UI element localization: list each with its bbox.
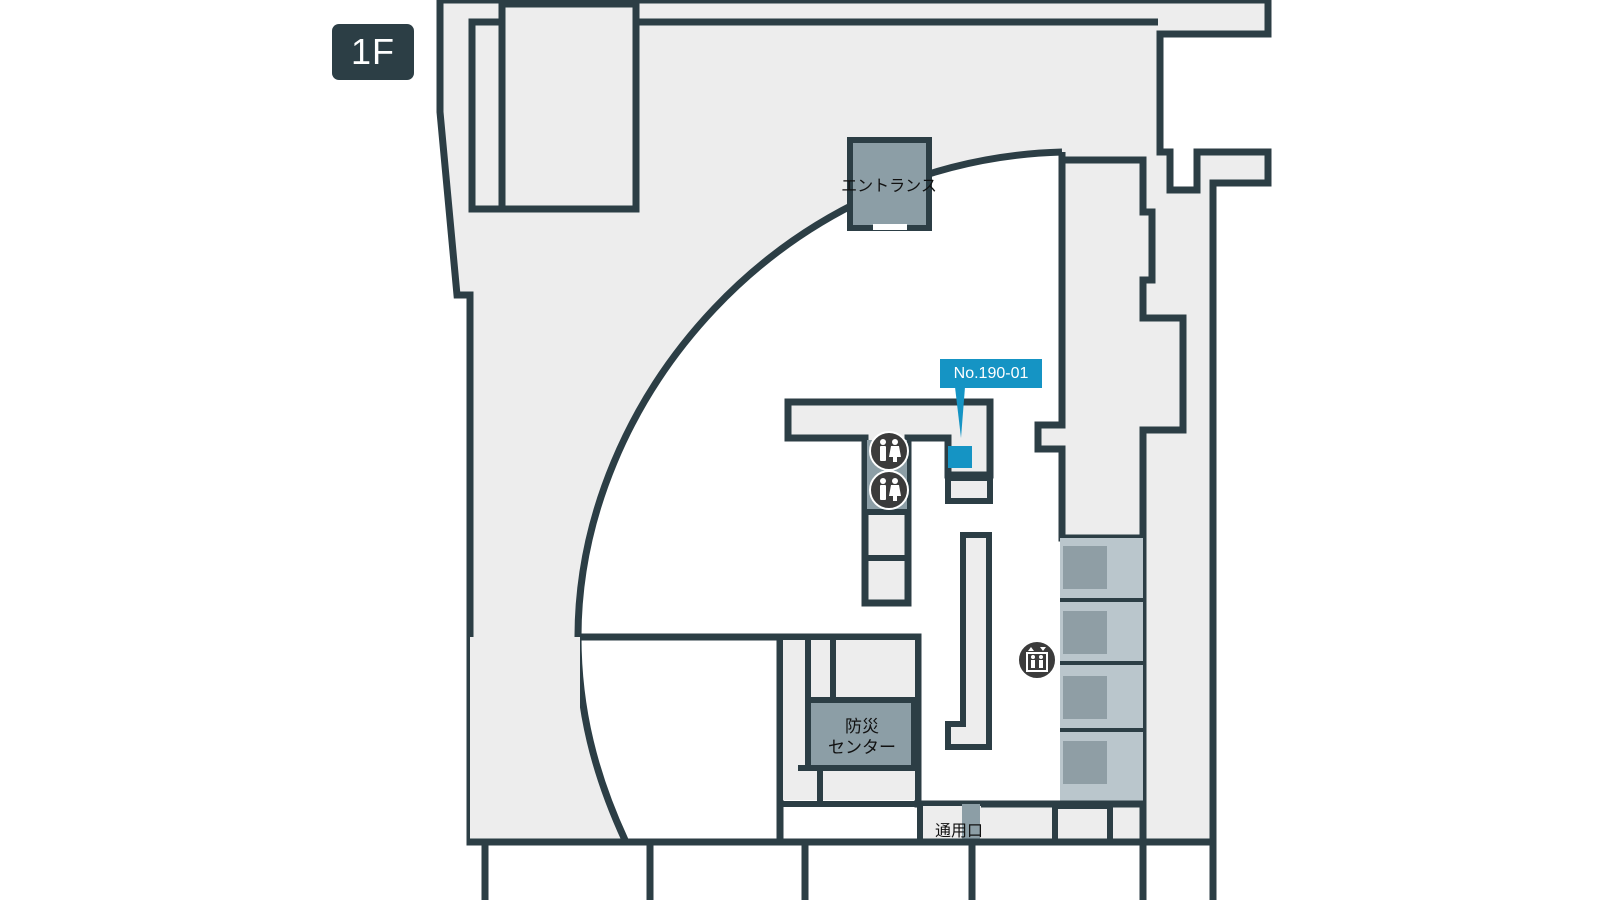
service-entrance-marker: [962, 804, 980, 840]
disaster-center-label-line1: 防災: [845, 717, 879, 737]
storage-room-large: [498, 0, 640, 213]
entrance-label: エントランス: [841, 176, 937, 195]
long-partition: [945, 532, 992, 750]
disaster-center-room: [805, 697, 917, 771]
small-booth: [945, 475, 993, 504]
restroom-icon[interactable]: [869, 470, 909, 510]
lower-left-room: [470, 637, 580, 842]
lower-left-room-walls: [580, 633, 1143, 808]
location-pin-pointer: [955, 387, 965, 438]
service-entrance-box: [1052, 803, 1113, 845]
location-pin-square[interactable]: [948, 446, 972, 468]
location-pin-label[interactable]: No.190-01: [940, 359, 1042, 388]
storage-room-narrow: [468, 18, 506, 213]
disaster-center-label-line2: センター: [828, 738, 896, 758]
restroom-icon[interactable]: [869, 431, 909, 471]
elevator-car-4: [1063, 741, 1107, 784]
elevator-car-1: [1063, 546, 1107, 589]
service-entrance-label: 通用口: [935, 821, 983, 840]
floor-badge: 1F: [332, 24, 414, 80]
right-corridor: [1034, 152, 1187, 542]
elevator-icon[interactable]: [1017, 640, 1057, 680]
elevator-car-2: [1063, 611, 1107, 654]
entrance-door: [873, 224, 907, 230]
atrium-open-area: [578, 152, 1062, 840]
entrance-room: [847, 137, 932, 231]
elevator-car-3: [1063, 676, 1107, 719]
